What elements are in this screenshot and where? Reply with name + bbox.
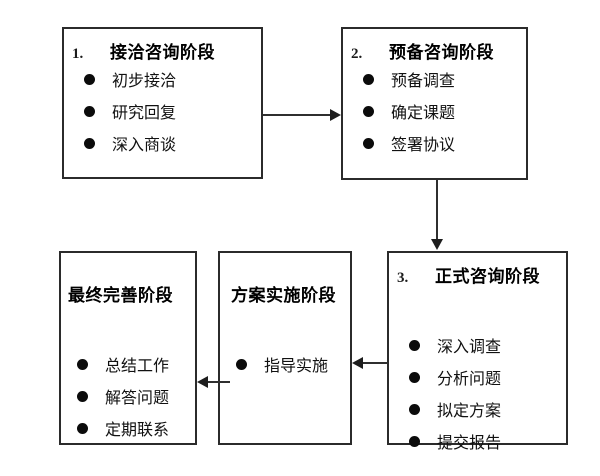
node-header-implement: 方案实施阶段 [231,281,336,306]
bullet-icon [84,105,95,117]
list-item-label: 拟定方案 [437,401,502,420]
arrow-left-icon [352,357,363,369]
node-title-prep: 预备咨询阶段 [389,43,494,63]
list-item: 深入调查 [409,329,501,361]
list-item-label: 签署协议 [391,135,456,154]
bullet-icon [77,422,88,434]
node-item-list-formal: 深入调查 分析问题 拟定方案 提交报告 [409,329,501,457]
bullet-icon [77,390,88,402]
node-title-implement: 方案实施阶段 [231,286,336,306]
node-header-intake: 1. 接洽咨询阶段 [72,38,215,63]
bullet-icon [409,371,420,383]
bullet-icon [409,403,420,415]
arrow-down-icon [431,239,443,250]
bullet-icon [236,358,247,370]
list-item: 初步接洽 [84,63,176,95]
node-header-formal: 3. 正式咨询阶段 [397,262,540,287]
list-item-label: 研究回复 [112,103,177,122]
connector-line [363,362,388,364]
list-item-label: 深入调查 [437,337,502,356]
flowchart-node-prep[interactable] [341,27,528,180]
node-item-list-implement: 指导实施 [236,348,328,380]
bullet-icon [84,73,95,85]
node-title-intake: 接洽咨询阶段 [110,43,215,63]
list-item: 研究回复 [84,95,176,127]
node-header-final: 最终完善阶段 [68,281,173,306]
flowchart-node-intake[interactable] [62,27,263,179]
node-title-final: 最终完善阶段 [68,286,173,306]
list-item: 分析问题 [409,361,501,393]
list-item-label: 确定课题 [391,103,456,122]
bullet-icon [77,358,88,370]
arrow-left-icon [197,376,208,388]
list-item-label: 分析问题 [437,369,502,388]
node-number-intake: 1. [72,46,84,62]
list-item: 总结工作 [77,348,169,380]
connector-line [436,180,438,240]
list-item-label: 指导实施 [264,356,329,375]
bullet-icon [363,137,374,149]
node-number-prep: 2. [351,46,363,62]
list-item: 深入商谈 [84,127,176,159]
list-item: 确定课题 [363,95,455,127]
bullet-icon [84,137,95,149]
list-item: 解答问题 [77,380,169,412]
node-item-list-final: 总结工作 解答问题 定期联系 [77,348,169,444]
node-header-prep: 2. 预备咨询阶段 [351,38,494,63]
bullet-icon [363,73,374,85]
flowchart-node-final[interactable] [59,251,197,445]
connector-line [263,114,331,116]
node-number-formal: 3. [397,270,409,286]
node-title-formal: 正式咨询阶段 [435,267,540,287]
list-item-label: 定期联系 [105,420,170,439]
bullet-icon [409,435,420,447]
flowchart-node-implement[interactable] [218,251,352,445]
list-item-label: 预备调查 [391,71,456,90]
node-item-list-intake: 初步接洽 研究回复 深入商谈 [84,63,176,159]
bullet-icon [363,105,374,117]
list-item-label: 解答问题 [105,388,170,407]
list-item: 签署协议 [363,127,455,159]
list-item: 指导实施 [236,348,328,380]
connector-line [208,381,230,383]
list-item: 定期联系 [77,412,169,444]
list-item-label: 提交报告 [437,433,502,452]
list-item: 提交报告 [409,425,501,457]
list-item: 预备调查 [363,63,455,95]
list-item: 拟定方案 [409,393,501,425]
bullet-icon [409,339,420,351]
arrow-right-icon [330,109,341,121]
list-item-label: 初步接洽 [112,71,177,90]
list-item-label: 深入商谈 [112,135,177,154]
node-item-list-prep: 预备调查 确定课题 签署协议 [363,63,455,159]
list-item-label: 总结工作 [105,356,170,375]
